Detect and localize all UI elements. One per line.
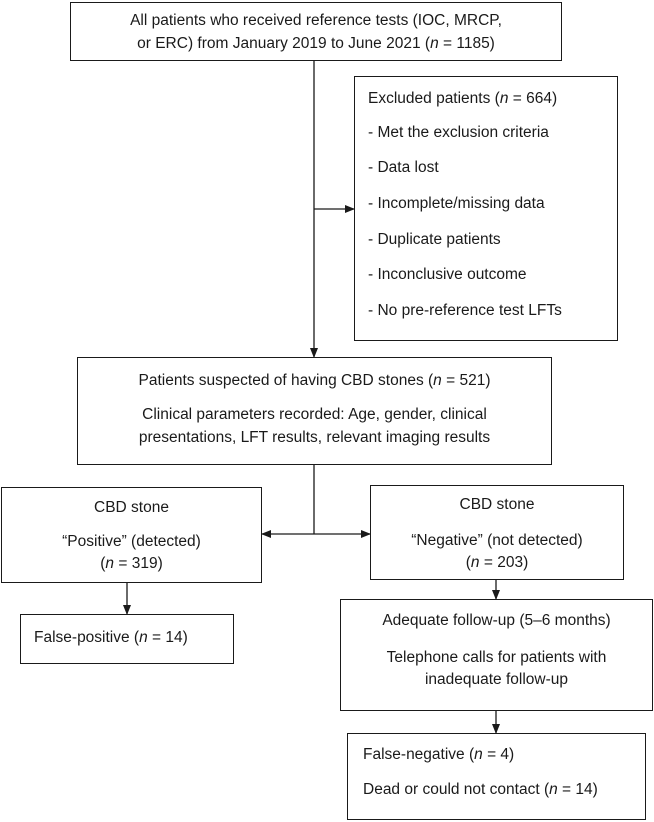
false-positive-label: False-positive (n = 14) (34, 629, 188, 646)
suspected-patients-box: Patients suspected of having CBD stones … (77, 357, 552, 465)
follow-up-box: Adequate follow-up (5–6 months) Telephon… (340, 599, 653, 711)
false-positive-box: False-positive (n = 14) (20, 614, 234, 664)
follow-up-line1: Adequate follow-up (5–6 months) (382, 612, 611, 629)
false-negative-line2: Dead or could not contact (n = 14) (363, 781, 598, 798)
follow-up-line2: Telephone calls for patients with (386, 649, 607, 666)
positive-count: (n = 319) (100, 555, 163, 572)
cbd-positive-box: CBD stone “Positive” (detected) (n = 319… (1, 487, 262, 583)
suspected-line2: Clinical parameters recorded: Age, gende… (142, 406, 487, 423)
false-negative-box: False-negative (n = 4) Dead or could not… (347, 733, 646, 820)
excluded-item: - Duplicate patients (368, 231, 501, 248)
excluded-item: - Incomplete/missing data (368, 195, 545, 212)
follow-up-line3: inadequate follow-up (424, 671, 569, 688)
negative-title: CBD stone (459, 496, 535, 513)
positive-line2: “Positive” (detected) (62, 533, 201, 550)
positive-title: CBD stone (94, 499, 169, 516)
suspected-line3: presentations, LFT results, relevant ima… (138, 429, 491, 446)
excluded-item: - Data lost (368, 159, 439, 176)
all-patients-line2: or ERC) from January 2019 to June 2021 (… (137, 35, 495, 52)
suspected-title: Patients suspected of having CBD stones … (138, 372, 491, 389)
excluded-item: - Inconclusive outcome (368, 266, 527, 283)
excluded-item: - Met the exclusion criteria (368, 124, 549, 141)
negative-count: (n = 203) (465, 554, 529, 571)
cbd-negative-box: CBD stone “Negative” (not detected) (n =… (370, 485, 624, 580)
all-patients-line1: All patients who received reference test… (130, 12, 502, 29)
excluded-title: Excluded patients (n = 664) (368, 90, 558, 107)
excluded-item: - No pre-reference test LFTs (368, 302, 562, 319)
negative-line2: “Negative” (not detected) (411, 532, 583, 549)
false-negative-line1: False-negative (n = 4) (363, 746, 515, 763)
all-patients-box: All patients who received reference test… (70, 2, 562, 61)
excluded-patients-box: Excluded patients (n = 664) - Met the ex… (354, 76, 618, 341)
